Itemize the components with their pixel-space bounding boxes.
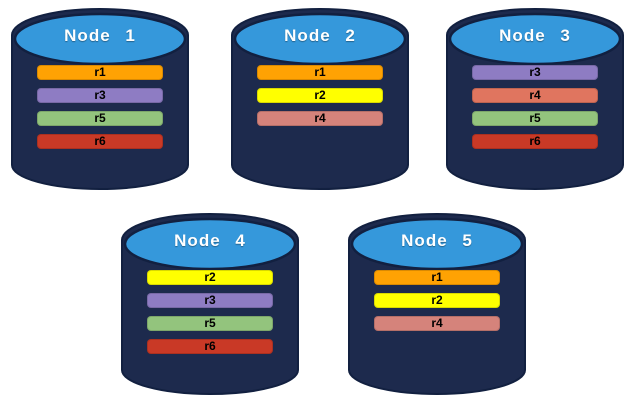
node-4: Node 4 r2 r3 r5 r6 [120,212,300,398]
cylinder-top [13,12,187,66]
cylinder-top [123,217,297,271]
replica-bar-r1: r1 [374,270,500,285]
replica-bar-r4: r4 [257,111,383,126]
node-5: Node 5 r1 r2 r4 [347,212,527,398]
replica-bar-r4: r4 [374,316,500,331]
replica-list: r1 r2 r4 [374,270,500,339]
replica-bar-r3: r3 [147,293,273,308]
replica-bar-r6: r6 [472,134,598,149]
node-title: Node 4 [174,231,246,250]
replica-bar-r3: r3 [472,65,598,80]
node-title: Node 1 [64,26,136,45]
replica-list: r1 r2 r4 [257,65,383,134]
replica-bar-r2: r2 [147,270,273,285]
replica-bar-r1: r1 [257,65,383,80]
cylinder-top [448,12,622,66]
node-3: Node 3 r3 r4 r5 r6 [445,7,625,193]
replica-list: r2 r3 r5 r6 [147,270,273,362]
replica-bar-r6: r6 [147,339,273,354]
replica-bar-r3: r3 [37,88,163,103]
node-1: Node 1 r1 r3 r5 r6 [10,7,190,193]
replica-bar-r5: r5 [37,111,163,126]
node-title: Node 3 [499,26,571,45]
replica-bar-r5: r5 [472,111,598,126]
replica-bar-r4: r4 [472,88,598,103]
node-title: Node 2 [284,26,356,45]
replica-list: r1 r3 r5 r6 [37,65,163,157]
replica-bar-r5: r5 [147,316,273,331]
replica-bar-r1: r1 [37,65,163,80]
replica-bar-r2: r2 [374,293,500,308]
node-2: Node 2 r1 r2 r4 [230,7,410,193]
replica-bar-r2: r2 [257,88,383,103]
replica-list: r3 r4 r5 r6 [472,65,598,157]
cylinder-top [350,217,524,271]
node-title: Node 5 [401,231,473,250]
cylinder-top [233,12,407,66]
replica-bar-r6: r6 [37,134,163,149]
